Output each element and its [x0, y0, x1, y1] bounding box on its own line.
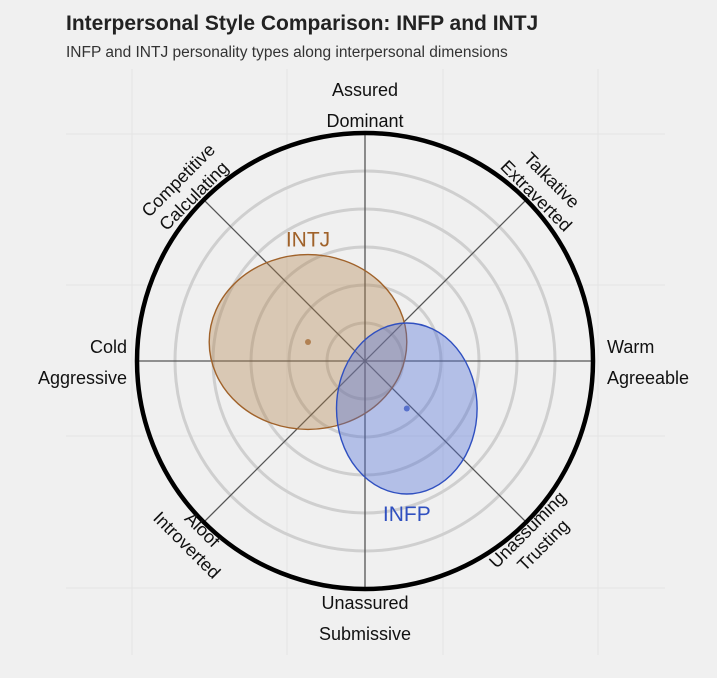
axis-lines — [137, 133, 593, 589]
type-ellipses: INTJ INFP — [208, 229, 478, 526]
axis-label-text: Cold — [90, 337, 127, 357]
axis-line — [203, 199, 527, 523]
ellipse-label-intj: INTJ — [286, 229, 330, 252]
center-dot — [403, 405, 410, 412]
center-dot — [305, 339, 311, 345]
axis-label-text: Warm — [607, 337, 654, 357]
chart-subtitle: INFP and INTJ personality types along in… — [66, 44, 508, 61]
axis-label-text: Agreeable — [607, 368, 689, 388]
axis-label-text: Submissive — [319, 624, 411, 644]
ellipse-label-infp: INFP — [383, 503, 431, 526]
ellipse-intj: INTJ — [208, 229, 408, 431]
axis-label-text: Dominant — [326, 111, 403, 131]
axis-label-text: Aggressive — [38, 368, 127, 388]
ellipse-infp: INFP — [335, 322, 478, 526]
axis-label-text: Assured — [332, 80, 398, 100]
chart-title: Interpersonal Style Comparison: INFP and… — [66, 12, 539, 35]
axis-label-text: Unassured — [321, 593, 408, 613]
outer-circle — [134, 130, 596, 592]
